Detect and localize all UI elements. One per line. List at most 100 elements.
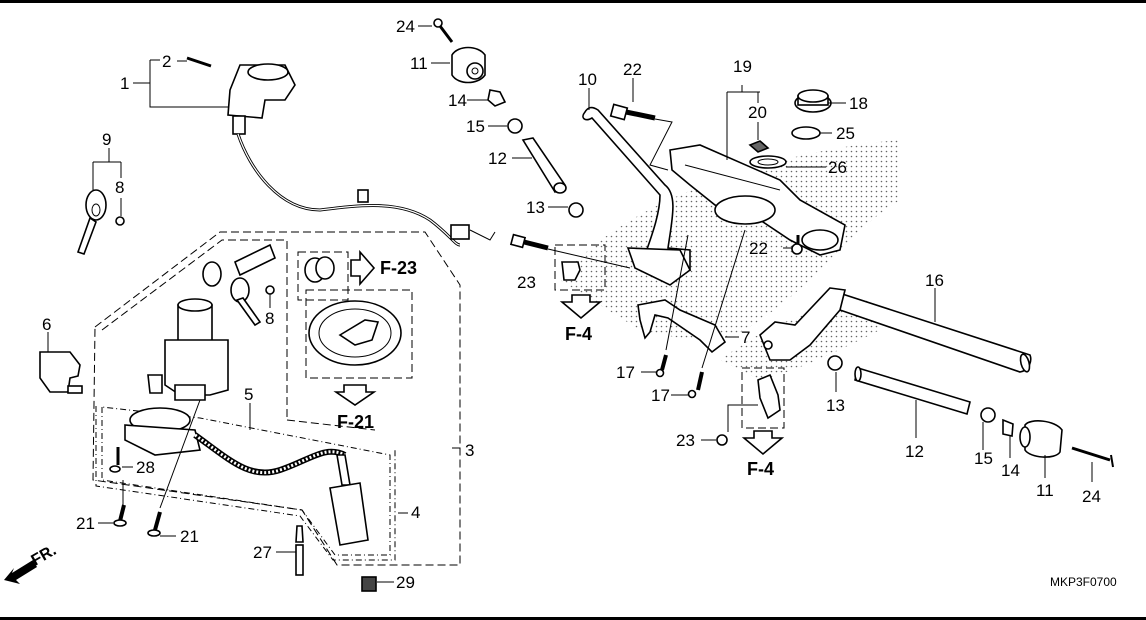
ref-box-f4-right [741, 367, 785, 429]
callout-3: 3 [465, 441, 474, 460]
callout-16: 16 [925, 271, 944, 290]
part-23-bolt-left [509, 233, 549, 251]
group-boundary-inner [101, 239, 376, 431]
callout-29: 29 [396, 573, 415, 592]
ref-label-f23[interactable]: F-23 [380, 258, 417, 278]
callout-15-top: 15 [466, 117, 485, 136]
part-10-handlebar-left [582, 106, 692, 286]
callout-22-top: 22 [623, 60, 642, 79]
part-17-screw-b [687, 371, 704, 399]
leader-22-top [649, 118, 673, 171]
part-15-nut-right [980, 407, 996, 423]
diagram-code: MKP3F0700 [1050, 575, 1117, 589]
ignition-switch [147, 243, 277, 401]
callout-9: 9 [102, 130, 111, 149]
callout-20: 20 [748, 103, 767, 122]
ref-box-f21 [305, 289, 413, 379]
callout-25: 25 [836, 124, 855, 143]
part-28-screw [109, 447, 121, 473]
leader-23-left [547, 248, 631, 269]
part-26-washer [749, 155, 787, 169]
callout-17a: 17 [616, 363, 635, 382]
bottom-border [0, 617, 1146, 620]
leader-9-8 [92, 148, 122, 216]
callout-24-right: 24 [1082, 487, 1101, 506]
part-8-washer-b [265, 285, 275, 295]
callout-2: 2 [162, 52, 171, 71]
callout-15-right: 15 [974, 449, 993, 468]
callout-22-lower: 22 [749, 239, 768, 258]
callout-12-top: 12 [488, 149, 507, 168]
callout-7: 7 [741, 328, 750, 347]
bracket-f4-right [757, 373, 781, 420]
leader-lines [98, 25, 1093, 583]
callout-28: 28 [136, 458, 155, 477]
callout-8-key: 8 [115, 178, 124, 197]
part-19-top-bridge [669, 144, 846, 256]
callout-18: 18 [849, 94, 868, 113]
leader-23-right [727, 404, 758, 432]
callout-8-switch: 8 [265, 309, 274, 328]
callout-4: 4 [411, 503, 420, 522]
bracket-f4-left [561, 261, 581, 281]
leader-17b [701, 229, 746, 369]
callout-5: 5 [244, 385, 253, 404]
part-6-bracket [39, 351, 83, 394]
part-12-bar-top [521, 137, 567, 194]
part-11-weight-top [451, 46, 486, 84]
ref-arrow-f4-left [559, 294, 603, 320]
ref-arrow-f4-right [741, 430, 785, 456]
callout-12-right: 12 [905, 442, 924, 461]
group-boundary-4 [101, 406, 391, 556]
leader-1-2 [133, 59, 228, 108]
part-15-nut-top [507, 118, 523, 134]
ref-label-f4-right[interactable]: F-4 [747, 459, 774, 479]
part-20-tag [748, 140, 770, 153]
part-21-screw-b [147, 511, 162, 537]
part-7-bracket [637, 299, 727, 354]
callout-11-top: 11 [410, 54, 428, 73]
callout-14-top: 14 [448, 91, 467, 110]
ref-label-f4-left[interactable]: F-4 [565, 324, 592, 344]
callout-23-left: 23 [517, 273, 536, 292]
top-border [0, 0, 1146, 3]
callout-26: 26 [828, 158, 847, 177]
part-27-pin [295, 525, 304, 576]
part-24-screw-right [1071, 446, 1114, 468]
shading-area [560, 140, 900, 340]
group-boundary-3 [92, 231, 461, 566]
callout-21b: 21 [180, 527, 199, 546]
leader-21b-up [159, 399, 201, 509]
front-direction-arrow [4, 560, 37, 584]
callout-14-right: 14 [1001, 461, 1020, 480]
callout-17b: 17 [651, 386, 670, 405]
callout-13-top: 13 [526, 198, 545, 217]
part-22-bolt-lower [791, 235, 803, 255]
ref-arrow-f23 [350, 249, 376, 287]
part-5-switch-unit [124, 407, 351, 486]
part-4-connector [329, 482, 369, 546]
part-9-key [76, 189, 107, 256]
ref-arrow-f21 [333, 384, 377, 406]
callout-24-top: 24 [396, 17, 415, 36]
part-1-switch-cover [227, 63, 496, 247]
callout-6: 6 [42, 315, 51, 334]
callout-21a: 21 [76, 514, 95, 533]
part-24-screw-top [433, 18, 454, 43]
callout-11-right: 11 [1036, 481, 1054, 500]
callout-10: 10 [578, 70, 597, 89]
part-22-bolt-top [609, 103, 656, 121]
part-18-stem-nut [794, 89, 832, 113]
ref-label-f21[interactable]: F-21 [337, 412, 374, 432]
group-boundary-5 [95, 406, 396, 561]
part-17-screw-a [655, 354, 668, 378]
part-29-pad [361, 576, 377, 592]
ref-box-f4-left [554, 244, 606, 291]
part-14-collar-top [487, 89, 507, 107]
part-14-collar-right [1002, 418, 1014, 437]
part-21-screw-a [113, 504, 127, 527]
part-13-nut-top [568, 202, 584, 218]
part-13-nut-right [827, 355, 843, 371]
part-8-washer [115, 216, 125, 226]
